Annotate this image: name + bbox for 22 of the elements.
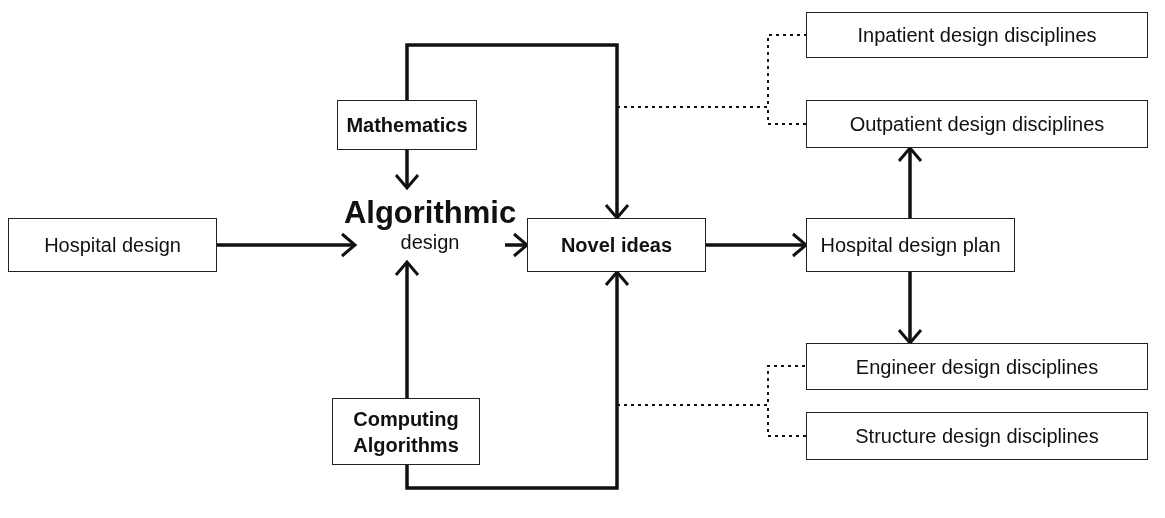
- arrow: [394, 150, 420, 190]
- arrow: [897, 146, 923, 218]
- subheading-text: design: [400, 230, 460, 255]
- dotted-connector: [616, 404, 807, 437]
- arrow: [405, 270, 630, 490]
- process-box: Computing Algorithms: [332, 398, 480, 465]
- heading-text: Algorithmic: [343, 195, 517, 231]
- arrow: [217, 232, 357, 258]
- process-box: Mathematics: [337, 100, 477, 150]
- dotted-connector: [616, 106, 807, 125]
- process-box: Engineer design disciplines: [806, 343, 1148, 390]
- arrow: [394, 260, 420, 398]
- arrow: [505, 232, 529, 258]
- process-box: Inpatient design disciplines: [806, 12, 1148, 58]
- process-box: Hospital design plan: [806, 218, 1015, 272]
- process-box: Structure design disciplines: [806, 412, 1148, 460]
- process-box: Hospital design: [8, 218, 217, 272]
- arrow: [897, 272, 923, 345]
- arrow: [405, 43, 630, 220]
- arrow: [706, 232, 808, 258]
- process-box: Novel ideas: [527, 218, 706, 272]
- process-box: Outpatient design disciplines: [806, 100, 1148, 148]
